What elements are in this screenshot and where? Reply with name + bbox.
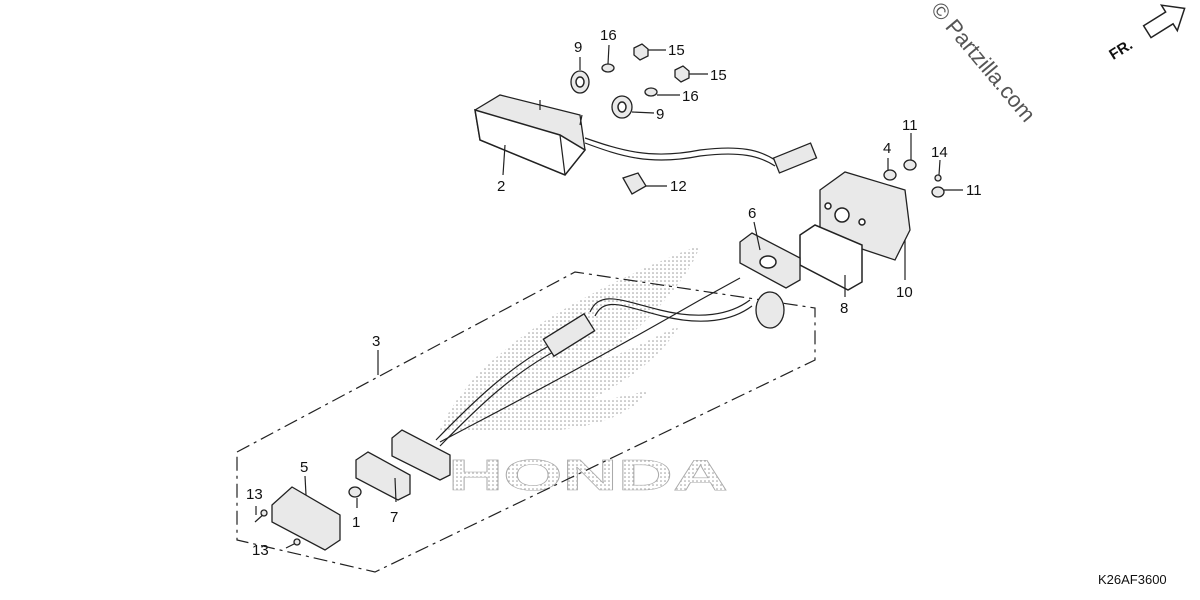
assembly-boundary: [236, 271, 816, 573]
callout-1: 1: [352, 514, 360, 531]
callout-15-lower: 15: [710, 67, 727, 84]
callout-12: 12: [670, 178, 687, 195]
part-taillight: [474, 94, 818, 176]
direction-label: FR.: [1106, 36, 1136, 63]
diagram-code: K26AF3600: [1098, 572, 1167, 587]
part-clip: [622, 172, 647, 195]
front-direction-arrow: FR.: [1106, 4, 1186, 63]
part-washer-upper: [601, 63, 615, 73]
part-nut-upper: [633, 43, 649, 61]
part-screw-lower: [285, 538, 301, 549]
callout-11-side: 11: [966, 182, 982, 199]
part-bulb: [348, 486, 362, 498]
callout-5: 5: [300, 459, 308, 476]
callout-7: 7: [390, 509, 398, 526]
arrow-right-icon: [1142, 4, 1186, 39]
callout-8: 8: [840, 300, 848, 317]
callout-14: 14: [931, 144, 948, 161]
callout-4: 4: [883, 140, 891, 157]
callouts: 1 2 3 4 5 6 7 8 9 9 10 11 11 12 13 13 14…: [246, 27, 982, 559]
part-bolt-side: [931, 186, 945, 198]
leader-lines: [255, 44, 963, 515]
part-license-lens: [271, 486, 341, 551]
callout-13-upper: 13: [246, 486, 263, 503]
callout-16-upper: 16: [600, 27, 617, 44]
callout-13-lower: 13: [252, 542, 269, 559]
callout-16-lower: 16: [682, 88, 699, 105]
watermark-text: © Partzilla.com: [926, 0, 1040, 127]
part-collar: [883, 169, 897, 181]
callout-9-upper: 9: [574, 39, 582, 56]
part-socket-base: [391, 429, 451, 481]
part-lens-gasket: [355, 451, 411, 501]
part-grommet-lower: [611, 95, 633, 119]
brand-logo: HONDA: [440, 245, 728, 500]
part-screw-upper: [254, 509, 268, 523]
part-license-light-harness: [435, 277, 785, 447]
part-grommet-upper: [570, 70, 590, 94]
part-nut-lower: [674, 65, 690, 83]
callout-15-upper: 15: [668, 42, 685, 59]
brand-logo-text: HONDA: [448, 451, 728, 500]
callout-6: 6: [748, 205, 756, 222]
part-screw-small: [934, 174, 942, 182]
callout-2: 2: [497, 178, 505, 195]
callout-9-lower: 9: [656, 106, 664, 123]
callout-3: 3: [372, 333, 380, 350]
part-washer-lower: [644, 87, 658, 97]
callout-11-upper: 11: [902, 117, 918, 134]
part-bolt-upper: [903, 159, 917, 171]
callout-10: 10: [896, 284, 913, 301]
